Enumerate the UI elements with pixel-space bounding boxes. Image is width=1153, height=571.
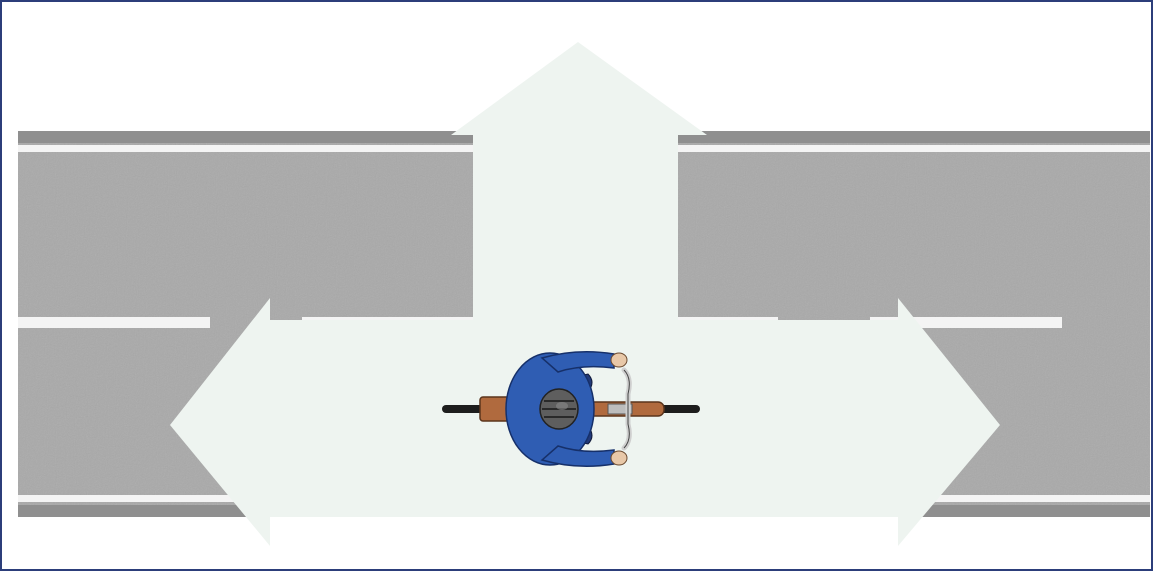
helmet-icon [540,389,578,429]
rider-hand [611,451,627,465]
rider-hand [611,353,627,367]
center-dash [18,317,210,328]
straight-arrow [451,42,707,332]
